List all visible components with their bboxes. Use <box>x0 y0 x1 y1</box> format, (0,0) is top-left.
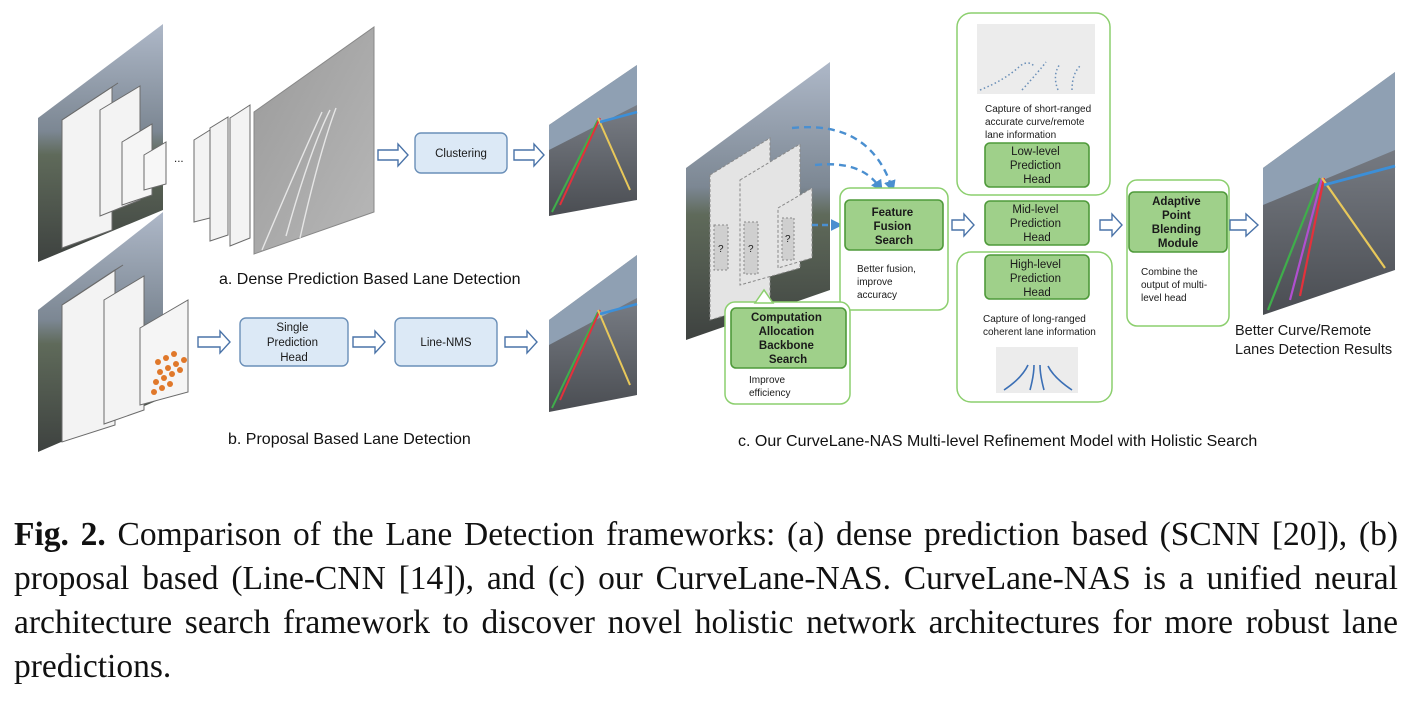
backbone-note: Improve efficiency <box>749 375 791 399</box>
right-arrow <box>1229 212 1260 238</box>
result-label: Better Curve/Remote Lanes Detection Resu… <box>1235 323 1392 358</box>
high-level-prediction-head-box <box>984 254 1090 300</box>
clustering-box <box>414 132 508 174</box>
low-level-description: Capture of short-ranged accurate curve/r… <box>985 104 1094 141</box>
right-arrow <box>377 142 409 168</box>
clustering-label: Clustering <box>435 148 487 160</box>
long-range-lane-curves <box>1003 364 1073 391</box>
right-arrow <box>513 142 545 168</box>
single-prediction-head-box <box>239 317 349 367</box>
feature-layer <box>229 104 251 247</box>
right-arrow <box>197 329 231 355</box>
panel-a: ... Clustering a. Dense Prediction Based… <box>38 24 638 288</box>
feature-fusion-search-box <box>844 199 944 251</box>
mid-level-prediction-head-box <box>984 200 1090 246</box>
question-block <box>781 217 795 261</box>
right-arrow <box>504 329 538 355</box>
segmentation-map <box>253 26 375 255</box>
panel-c-caption: c. Our CurveLane-NAS Multi-level Refinem… <box>738 433 1257 450</box>
panel-c: ? ? ? Feature Fusion Search Better fusio… <box>686 12 1396 450</box>
panel-b-caption: b. Proposal Based Lane Detection <box>228 431 471 448</box>
callout-pointer <box>753 288 775 304</box>
proposal-points <box>151 351 187 395</box>
line-nms-label: Line-NMS <box>420 337 471 349</box>
panel-b: Single Prediction Head Line-NMS b. Propo… <box>38 212 638 452</box>
line-nms-box <box>394 317 498 367</box>
figure-caption-text: Comparison of the Lane Detection framewo… <box>14 516 1398 685</box>
output-road-image <box>549 65 638 216</box>
figure-caption: Fig. 2. Comparison of the Lane Detection… <box>14 513 1398 689</box>
question-block <box>743 221 759 275</box>
right-arrow <box>1099 212 1123 238</box>
mid-level-prediction-head-label: Mid-level Prediction Head <box>1010 204 1064 244</box>
question-mark: ? <box>718 244 724 255</box>
feature-layer <box>139 299 189 406</box>
low-level-prediction-head-box <box>984 142 1090 188</box>
panel-a-caption: a. Dense Prediction Based Lane Detection <box>219 271 521 288</box>
feature-layer <box>193 129 211 223</box>
question-mark: ? <box>785 234 791 245</box>
computation-allocation-backbone-search-label: Computation Allocation Backbone Search <box>751 312 825 366</box>
output-road-image <box>549 255 638 412</box>
feature-layer <box>143 141 167 191</box>
adaptive-point-blending-module-label: Adaptive Point Blending Module <box>1152 196 1204 250</box>
dashed-arrow <box>814 163 883 193</box>
ellipsis: ... <box>174 153 184 165</box>
feature-layer <box>61 82 119 121</box>
question-block <box>713 224 729 271</box>
figure-label: Fig. 2. <box>14 516 106 553</box>
question-mark: ? <box>748 244 754 255</box>
fusion-note: Better fusion, improve accuracy <box>857 264 919 301</box>
feature-layer <box>61 264 124 306</box>
single-prediction-head-label: Single Prediction Head <box>267 322 321 364</box>
high-level-prediction-head-label: High-level Prediction Head <box>1010 259 1064 299</box>
feature-layer <box>209 116 229 242</box>
computation-allocation-backbone-search-box <box>730 307 847 369</box>
low-level-prediction-head-label: Low-level Prediction Head <box>1010 146 1064 186</box>
adaptive-point-blending-module-box <box>1128 191 1228 253</box>
right-arrow <box>352 329 386 355</box>
feature-layer <box>103 275 145 425</box>
figure-diagram: ... Clustering a. Dense Prediction Based… <box>38 12 1396 452</box>
right-arrow <box>951 212 975 238</box>
low-level-lane-image <box>977 24 1095 94</box>
blending-note: Combine the output of multi- level head <box>1141 267 1210 304</box>
result-road-image <box>1263 72 1396 315</box>
feature-fusion-search-label: Feature Fusion Search <box>872 207 917 247</box>
segmentation-lane <box>261 107 337 251</box>
high-level-description: Capture of long-ranged coherent lane inf… <box>983 314 1096 338</box>
dashed-arrow <box>791 125 896 193</box>
